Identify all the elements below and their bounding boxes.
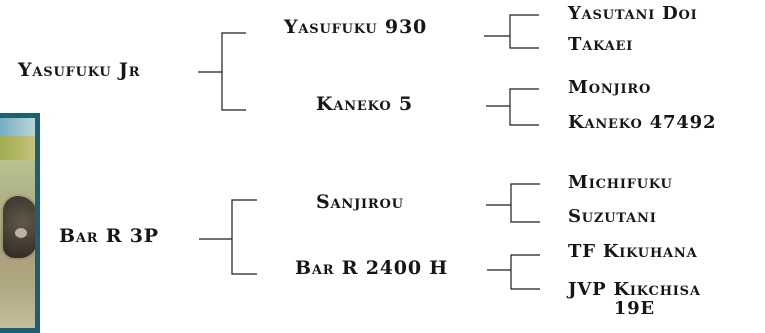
ancestor-monjiro: Monjiro [568, 77, 652, 98]
photo-animal [3, 196, 35, 258]
cattle-photo [0, 113, 40, 333]
ancestor-jvp-kikchisa-label2: 19E [613, 297, 655, 319]
connector-bar-r-3p-bracket [231, 199, 257, 275]
grandsire-yasufuku-930: Yasufuku 930 [284, 16, 427, 38]
ancestor-takaei: Takaei [568, 34, 634, 55]
ancestor-yasutani-doi-label: Yasutani Doi [568, 3, 698, 24]
pedigree-connectors [198, 14, 540, 290]
ancestor-kaneko-47492-label: Kaneko 47492 [568, 112, 717, 133]
ancestor-tf-kikuhana-label: TF Kikuhana [568, 241, 698, 262]
sire-yasufuku-jr: Yasufuku Jr [18, 59, 141, 81]
ancestor-michifuku: Michifuku [568, 172, 673, 193]
ancestor-jvp-kikchisa-label: JVP Kikchisa [568, 279, 701, 300]
ancestor-suzutani: Suzutani [568, 206, 657, 227]
ancestor-monjiro-label: Monjiro [568, 77, 652, 98]
ancestor-kaneko-47492: Kaneko 47492 [568, 112, 717, 133]
ancestor-michifuku-label: Michifuku [568, 172, 673, 193]
connector-yasufuku-930-bracket [509, 14, 539, 49]
connector-sanjirou-bracket [510, 183, 540, 223]
sire-yasufuku-jr-label: Yasufuku Jr [18, 59, 141, 81]
ancestor-tf-kikuhana: TF Kikuhana [568, 241, 698, 262]
photo-highlight [15, 228, 27, 238]
photo-sky [0, 118, 35, 136]
ancestor-suzutani-label: Suzutani [568, 206, 657, 227]
grandsire-sanjirou-label: Sanjirou [316, 191, 404, 213]
ancestor-yasutani-doi: Yasutani Doi [568, 3, 698, 24]
ancestor-takaei-label: Takaei [568, 34, 634, 55]
grandsire-yasufuku-930-label: Yasufuku 930 [284, 16, 427, 38]
ancestor-jvp-kikchisa-19e: JVP Kikchisa 19E [568, 279, 701, 319]
connector-yasufuku-jr-bracket [221, 32, 246, 111]
granddam-kaneko-5-label: Kaneko 5 [316, 93, 413, 115]
dam-bar-r-3p: Bar R 3P [59, 225, 159, 247]
connector-kaneko-5-bracket [509, 88, 539, 126]
granddam-bar-r-2400-h-label: Bar R 2400 H [295, 257, 449, 279]
granddam-kaneko-5: Kaneko 5 [316, 93, 413, 115]
photo-grass [0, 136, 35, 160]
dam-bar-r-3p-label: Bar R 3P [59, 225, 159, 247]
granddam-bar-r-2400-h: Bar R 2400 H [295, 257, 449, 279]
grandsire-sanjirou: Sanjirou [316, 191, 404, 213]
connector-bar-r-2400-h-bracket [510, 254, 540, 290]
